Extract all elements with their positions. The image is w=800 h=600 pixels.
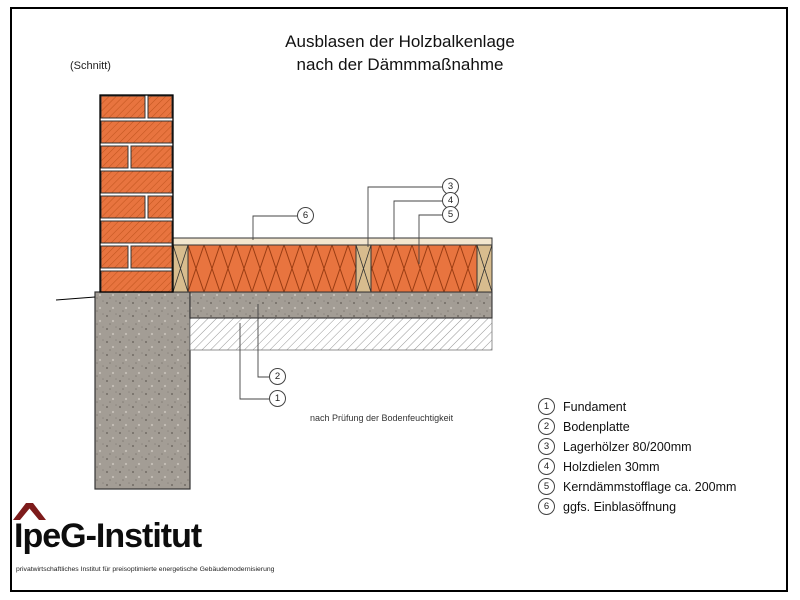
title-line-2: nach der Dämmmaßnahme bbox=[296, 55, 504, 74]
roof-icon bbox=[13, 503, 46, 520]
legend-label-3: Lagerhölzer 80/200mm bbox=[563, 439, 692, 454]
diagram-title: Ausblasen der Holzbalkenlage nach der Dä… bbox=[0, 30, 800, 76]
title-line-1: Ausblasen der Holzbalkenlage bbox=[285, 32, 515, 51]
legend-item-fundament: 1 Fundament bbox=[538, 398, 736, 415]
legend-badge-3: 3 bbox=[538, 438, 555, 455]
moisture-note: nach Prüfung der Bodenfeuchtigkeit bbox=[310, 413, 454, 423]
foundation bbox=[94, 291, 191, 490]
leader-6 bbox=[252, 215, 297, 240]
legend-label-4: Holzdielen 30mm bbox=[563, 459, 660, 474]
wood-beams bbox=[172, 244, 493, 293]
legend-label-1: Fundament bbox=[563, 399, 627, 414]
logo-name: IpeG-Institut bbox=[14, 517, 202, 555]
legend-item-holzdielen: 4 Holzdielen 30mm bbox=[538, 458, 736, 475]
legend-badge-1: 1 bbox=[538, 398, 555, 415]
callout-3-badge: 3 bbox=[442, 178, 459, 195]
section-label: (Schnitt) bbox=[70, 60, 111, 72]
logo-tagline: privatwirtschaftliches Institut für prei… bbox=[16, 566, 275, 573]
callout-5-badge: 5 bbox=[442, 206, 459, 223]
legend-item-bodenplatte: 2 Bodenplatte bbox=[538, 418, 736, 435]
legend-item-einblasoeffnung: 6 ggfs. Einblasöffnung bbox=[538, 498, 736, 515]
legend-label-5: Kerndämmstofflage ca. 200mm bbox=[563, 479, 737, 494]
callout-6-badge: 6 bbox=[297, 207, 314, 224]
callout-1-badge: 1 bbox=[269, 390, 286, 407]
wood-beam bbox=[476, 244, 493, 293]
grade-line bbox=[55, 296, 96, 301]
callout-2-badge: 2 bbox=[269, 368, 286, 385]
legend-label-2: Bodenplatte bbox=[563, 419, 630, 434]
legend-badge-4: 4 bbox=[538, 458, 555, 475]
legend-badge-2: 2 bbox=[538, 418, 555, 435]
legend: 1 Fundament 2 Bodenplatte 3 Lagerhölzer … bbox=[538, 398, 737, 519]
leader-1 bbox=[239, 323, 269, 400]
leader-3 bbox=[367, 186, 443, 247]
under-slab-hatch bbox=[189, 317, 493, 351]
legend-item-lagerhoelzer: 3 Lagerhölzer 80/200mm bbox=[538, 438, 736, 455]
leader-2 bbox=[257, 304, 269, 378]
insulation-layer bbox=[171, 244, 493, 293]
brick-wall bbox=[99, 94, 174, 293]
legend-badge-5: 5 bbox=[538, 478, 555, 495]
legend-item-kerndaemmstoff: 5 Kerndämmstofflage ca. 200mm bbox=[538, 478, 737, 495]
concrete-slab bbox=[189, 291, 493, 319]
floor-boards bbox=[171, 237, 493, 246]
leader-lines bbox=[239, 186, 443, 400]
legend-label-6: ggfs. Einblasöffnung bbox=[563, 499, 677, 514]
wood-beam bbox=[355, 244, 372, 293]
leader-4 bbox=[393, 200, 443, 240]
wood-beam bbox=[172, 244, 189, 293]
leader-5 bbox=[418, 214, 443, 264]
legend-badge-6: 6 bbox=[538, 498, 555, 515]
